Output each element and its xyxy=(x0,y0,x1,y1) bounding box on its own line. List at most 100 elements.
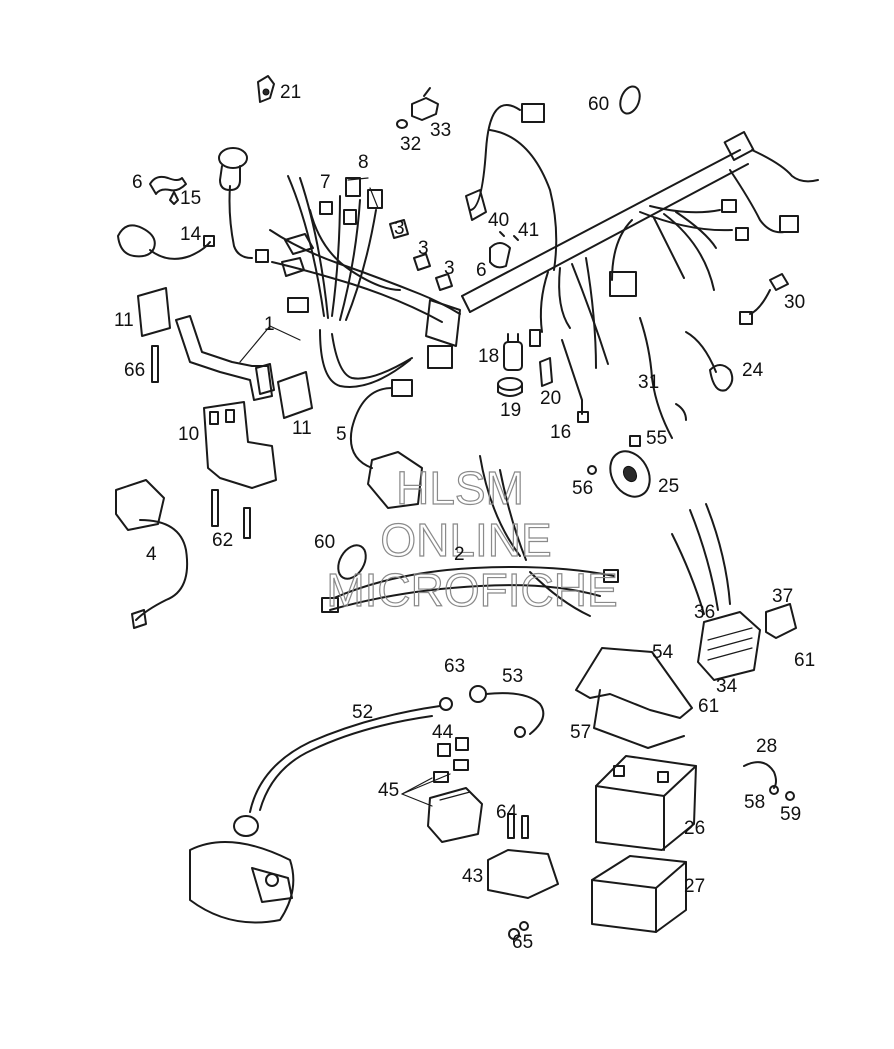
part-number-label: 41 xyxy=(518,220,539,241)
part-number-label: 55 xyxy=(646,428,667,449)
part-bracket-43 xyxy=(487,813,559,940)
part-ht-lead xyxy=(465,103,558,271)
part-number-label: 58 xyxy=(744,792,765,813)
part-number-label: 11 xyxy=(292,418,312,439)
part-number-label: 20 xyxy=(540,388,561,409)
part-number-label: 61 xyxy=(794,650,815,671)
part-plate-20 xyxy=(539,357,553,387)
part-connector-30 xyxy=(739,273,789,325)
part-clip-21 xyxy=(257,75,275,103)
part-number-label: 26 xyxy=(684,818,705,839)
part-small-parts-40-41-6 xyxy=(489,231,519,269)
part-lead-5 xyxy=(350,379,423,509)
part-number-label: 64 xyxy=(496,802,518,823)
part-number-label: 3 xyxy=(394,218,405,239)
part-number-label: 6 xyxy=(476,260,487,281)
part-number-label: 27 xyxy=(684,876,705,897)
part-number-label: 25 xyxy=(658,476,679,497)
part-plate-10 xyxy=(203,401,277,489)
part-harness-2 xyxy=(321,455,619,617)
part-number-label: 59 xyxy=(780,804,801,825)
part-number-labels: 21 60 33 32 8 7 6 15 3 3 3 14 40 41 6 30… xyxy=(114,82,815,953)
part-sensor-14 xyxy=(117,224,215,260)
part-number-label: 3 xyxy=(444,258,455,279)
part-ignition-4 xyxy=(115,479,188,629)
part-number-label: 34 xyxy=(716,676,738,697)
part-number-label: 43 xyxy=(462,866,483,887)
part-battery-holder-54 xyxy=(575,647,693,749)
part-number-label: 60 xyxy=(588,94,609,115)
part-battery-26 xyxy=(595,755,697,851)
part-number-label: 63 xyxy=(444,656,465,677)
part-bracket-6-left xyxy=(149,175,187,205)
part-number-label: 19 xyxy=(500,400,521,421)
part-bolts-62 xyxy=(211,489,251,539)
part-number-label: 61 xyxy=(698,696,719,717)
part-relay-45 xyxy=(427,737,483,843)
part-horn-25 xyxy=(587,435,651,498)
part-battery-box-27 xyxy=(591,855,687,933)
part-number-label: 5 xyxy=(336,424,347,445)
part-number-label: 1 xyxy=(264,314,275,335)
part-number-label: 18 xyxy=(478,346,499,367)
part-number-label: 3 xyxy=(418,238,429,259)
part-lead-28 xyxy=(743,761,795,801)
part-ring-60-bottom xyxy=(337,544,367,580)
watermark-line2: ONLINE xyxy=(380,514,551,566)
part-number-label: 15 xyxy=(180,188,201,209)
part-plate-11-top xyxy=(137,287,171,337)
part-number-label: 24 xyxy=(742,360,764,381)
part-number-label: 30 xyxy=(784,292,805,313)
part-number-label: 45 xyxy=(378,780,399,801)
part-number-label: 65 xyxy=(512,932,533,953)
part-sensor-16 xyxy=(561,339,589,423)
part-number-label: 4 xyxy=(146,544,157,565)
part-number-label: 54 xyxy=(652,642,674,663)
part-number-label: 33 xyxy=(430,120,451,141)
part-ring-60-top xyxy=(619,85,641,115)
part-number-label: 14 xyxy=(180,224,202,245)
part-number-label: 32 xyxy=(400,134,421,155)
part-number-label: 31 xyxy=(638,372,659,393)
part-number-label: 40 xyxy=(488,210,509,231)
part-number-label: 7 xyxy=(320,172,331,193)
part-number-label: 28 xyxy=(756,736,777,757)
part-number-label: 53 xyxy=(502,666,523,687)
part-number-label: 2 xyxy=(454,544,465,565)
part-starter-motor xyxy=(189,841,295,924)
part-number-label: 60 xyxy=(314,532,335,553)
part-number-label: 16 xyxy=(550,422,571,443)
part-starter-cable-52 xyxy=(233,697,453,837)
part-rod-66 xyxy=(151,345,159,383)
part-main-harness-1 xyxy=(269,175,461,388)
part-number-label: 8 xyxy=(358,152,369,173)
part-number-label: 10 xyxy=(178,424,199,445)
part-number-label: 11 xyxy=(114,310,134,331)
part-long-harness xyxy=(461,131,819,369)
part-number-label: 37 xyxy=(772,586,793,607)
part-number-label: 66 xyxy=(124,360,145,381)
part-cable-53 xyxy=(469,685,545,738)
part-number-label: 44 xyxy=(432,722,454,743)
watermark-line3: MICROFICHE xyxy=(326,564,617,616)
part-coil xyxy=(218,147,269,263)
part-number-label: 57 xyxy=(570,722,591,743)
part-number-label: 21 xyxy=(280,82,301,103)
part-bracket xyxy=(175,315,275,401)
part-number-label: 6 xyxy=(132,172,143,193)
watermark: HLSM ONLINE MICROFICHE xyxy=(326,461,619,616)
leader-lines xyxy=(239,177,451,807)
part-number-label: 62 xyxy=(212,530,233,551)
part-connectors-8-7 xyxy=(319,177,453,291)
part-plate-11-bottom xyxy=(277,371,313,419)
part-switch-24 xyxy=(639,317,734,439)
watermark-line1: HLSM xyxy=(396,462,524,514)
part-capacitor-18 xyxy=(503,333,523,371)
part-number-label: 52 xyxy=(352,702,373,723)
part-regulator-36 xyxy=(671,503,797,681)
part-clamp-19 xyxy=(497,377,523,397)
part-switch-33 xyxy=(396,87,439,129)
part-number-label: 36 xyxy=(694,602,715,623)
part-number-label: 56 xyxy=(572,478,593,499)
